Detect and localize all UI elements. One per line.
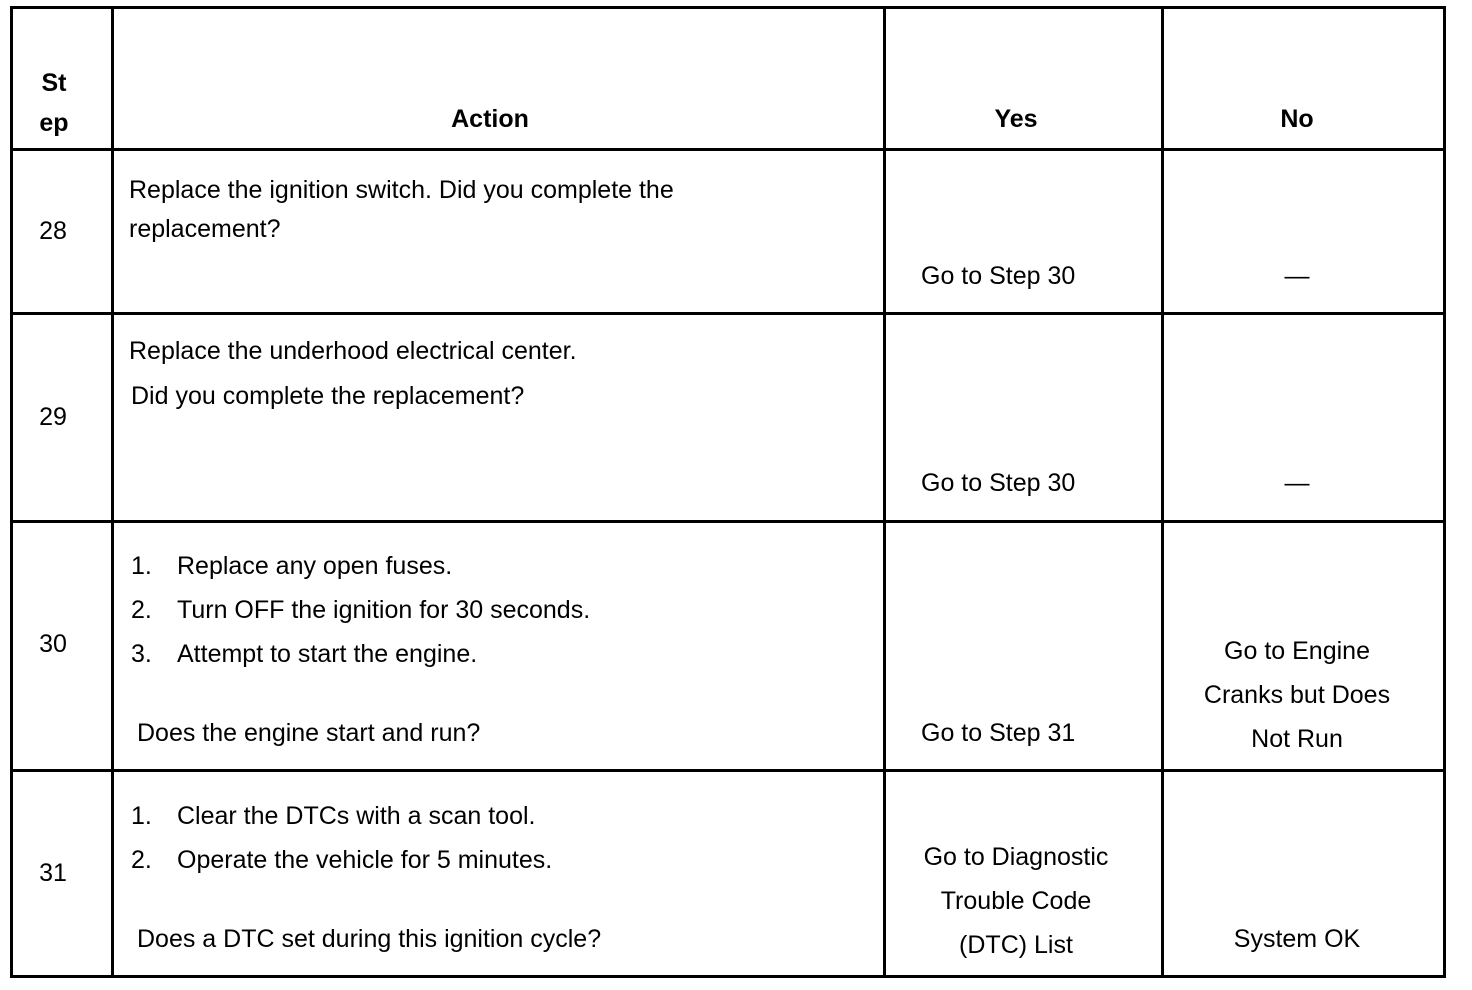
grid-line [10,6,1446,9]
yes-result: Go to Diagnostic Trouble Code (DTC) List [886,835,1146,967]
list-number: 2. [131,846,152,874]
action-line: Did you complete the replacement? [131,382,525,410]
header-step-line: St [41,69,67,97]
header-no: No [1280,105,1314,133]
list-number: 3. [131,640,152,668]
no-result-line: Cranks but Does [1203,681,1391,709]
list-number: 1. [131,802,152,830]
grid-line [10,769,1446,772]
list-text: Operate the vehicle for 5 minutes. [177,846,553,874]
grid-line [10,312,1446,315]
grid-line [10,148,1446,151]
action-list: 1. Replace any open fuses. 2. Turn OFF the… [131,544,590,676]
grid-line [883,6,886,978]
grid-line [10,520,1446,523]
action-line: replacement? [129,215,281,243]
list-text: Clear the DTCs with a scan tool. [177,802,536,830]
yes-result: Go to Step 31 [921,719,1076,747]
no-result: System OK [1233,925,1361,953]
grid-line [111,6,114,978]
yes-result: Go to Step 30 [921,469,1076,497]
list-item: 1. Replace any open fuses. [131,544,590,588]
no-result: — [1284,469,1310,497]
action-question: Does the engine start and run? [137,719,481,747]
action-list: 1. Clear the DTCs with a scan tool. 2. Ope… [131,794,552,882]
step-number: 28 [39,217,67,245]
yes-result: Go to Step 30 [921,262,1076,290]
step-number: 29 [39,403,67,431]
header-step-line: ep [39,109,69,137]
no-result-line: Not Run [1251,725,1343,753]
step-number: 31 [39,859,67,887]
list-item: 3. Attempt to start the engine. [131,632,590,676]
yes-result-line: Trouble Code [940,887,1092,915]
grid-line [1161,6,1164,978]
list-item: 2. Turn OFF the ignition for 30 seconds. [131,588,590,632]
no-result-line: Go to Engine [1224,637,1370,665]
grid-line [10,6,13,978]
header-step: St ep [14,63,94,143]
yes-result-line: Go to Diagnostic [923,843,1109,871]
action-question: Does a DTC set during this ignition cycl… [137,925,602,953]
yes-result-line: (DTC) List [959,931,1073,959]
list-text: Turn OFF the ignition for 30 seconds. [177,596,591,624]
header-yes: Yes [994,105,1038,133]
action-text: Replace the underhood electrical center.… [129,336,577,411]
no-result: — [1284,262,1310,290]
action-line: Replace the underhood electrical center. [129,337,577,365]
step-number: 30 [39,630,67,658]
grid-line [10,975,1446,978]
diagnostic-table: St ep Action Yes No 28 Replace the ignit… [10,6,1446,978]
list-number: 2. [131,596,152,624]
list-number: 1. [131,552,152,580]
action-text: Replace the ignition switch. Did you com… [129,171,674,249]
action-line: Replace the ignition switch. Did you com… [129,176,674,204]
grid-line [1443,6,1446,978]
list-item: 2. Operate the vehicle for 5 minutes. [131,838,552,882]
list-text: Attempt to start the engine. [177,640,478,668]
list-text: Replace any open fuses. [177,552,453,580]
header-action: Action [451,105,529,133]
list-item: 1. Clear the DTCs with a scan tool. [131,794,552,838]
no-result: Go to Engine Cranks but Does Not Run [1164,629,1430,761]
